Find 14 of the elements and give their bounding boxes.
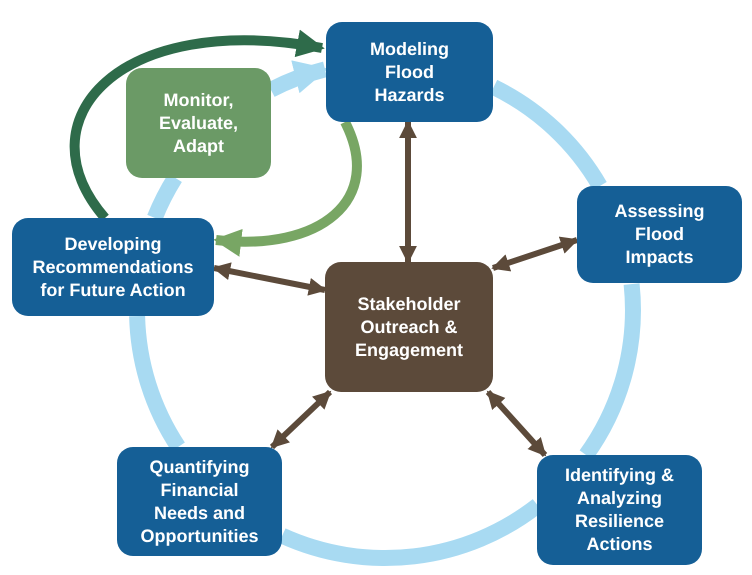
arrow xyxy=(213,120,362,256)
process-box: Assessing Flood Impacts xyxy=(577,186,742,283)
hub-box: Stakeholder Outreach & Engagement xyxy=(325,262,493,392)
double-arrow xyxy=(399,120,417,264)
arrow xyxy=(70,30,325,221)
double-arrow xyxy=(270,390,332,450)
double-arrow xyxy=(491,236,579,272)
double-arrow xyxy=(212,262,327,296)
process-box: Identifying & Analyzing Resilience Actions xyxy=(537,455,702,565)
process-box: Developing Recommendations for Future Action xyxy=(12,218,214,316)
process-box: Modeling Flood Hazards xyxy=(326,22,493,122)
process-box: Quantifying Financial Needs and Opportunities xyxy=(117,447,282,556)
double-arrow xyxy=(486,390,548,458)
process-box: Monitor, Evaluate, Adapt xyxy=(126,68,271,178)
